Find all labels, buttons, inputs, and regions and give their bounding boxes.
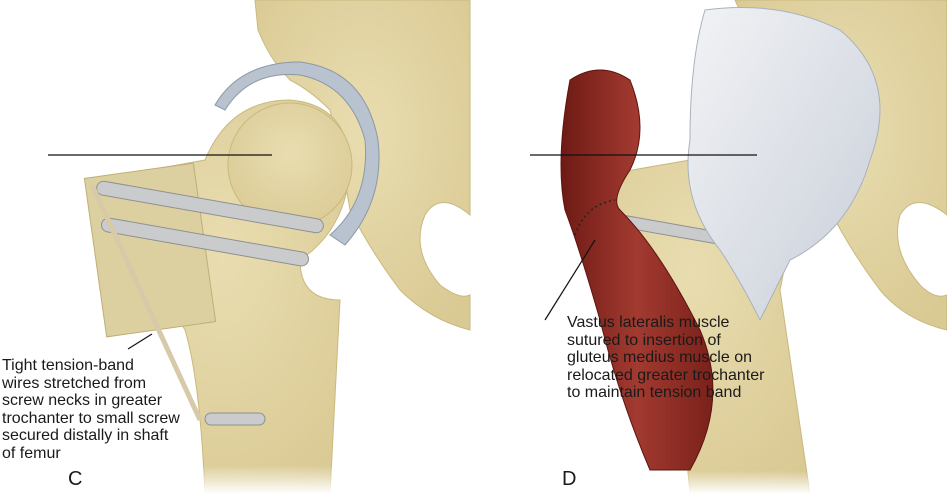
panel-c-illustration [48, 0, 471, 494]
caption-line: to maintain tension band [567, 384, 742, 402]
vastus-lateralis-muscle [560, 69, 714, 471]
pelvis-bone [254, 0, 471, 331]
caption-line: of femur [2, 444, 61, 462]
acetabular-cartilage [214, 61, 380, 246]
panel-c-caption: Tight tension-band wires stretched from … [2, 357, 180, 463]
gluteus-medius-muscle [687, 7, 881, 322]
caption-line: Vastus lateralis muscle [567, 314, 730, 331]
leader-line-suture [544, 239, 596, 321]
caption-line: secured distally in shaft [2, 427, 169, 445]
caption-line: sutured to insertion of [567, 331, 721, 349]
panel-d-letter: D [562, 468, 577, 490]
panel-c-letter: C [68, 468, 83, 490]
caption-line: wires stretched from [2, 374, 147, 392]
panel-d-caption: Vastus lateralis muscle sutured to inser… [567, 314, 764, 402]
screw-upper [96, 180, 324, 234]
leader-line-wire [127, 333, 153, 350]
suture-line [574, 199, 616, 236]
caption-line: screw necks in greater [2, 392, 163, 410]
panel-d-illustration [530, 0, 947, 494]
caption-line: trochanter to small screw [2, 409, 180, 427]
caption-line: relocated greater trochanter [567, 366, 765, 384]
caption-line: Tight tension-band [2, 357, 134, 374]
screw-lower [100, 217, 310, 267]
caption-line: gluteus medius muscle on [567, 349, 752, 367]
